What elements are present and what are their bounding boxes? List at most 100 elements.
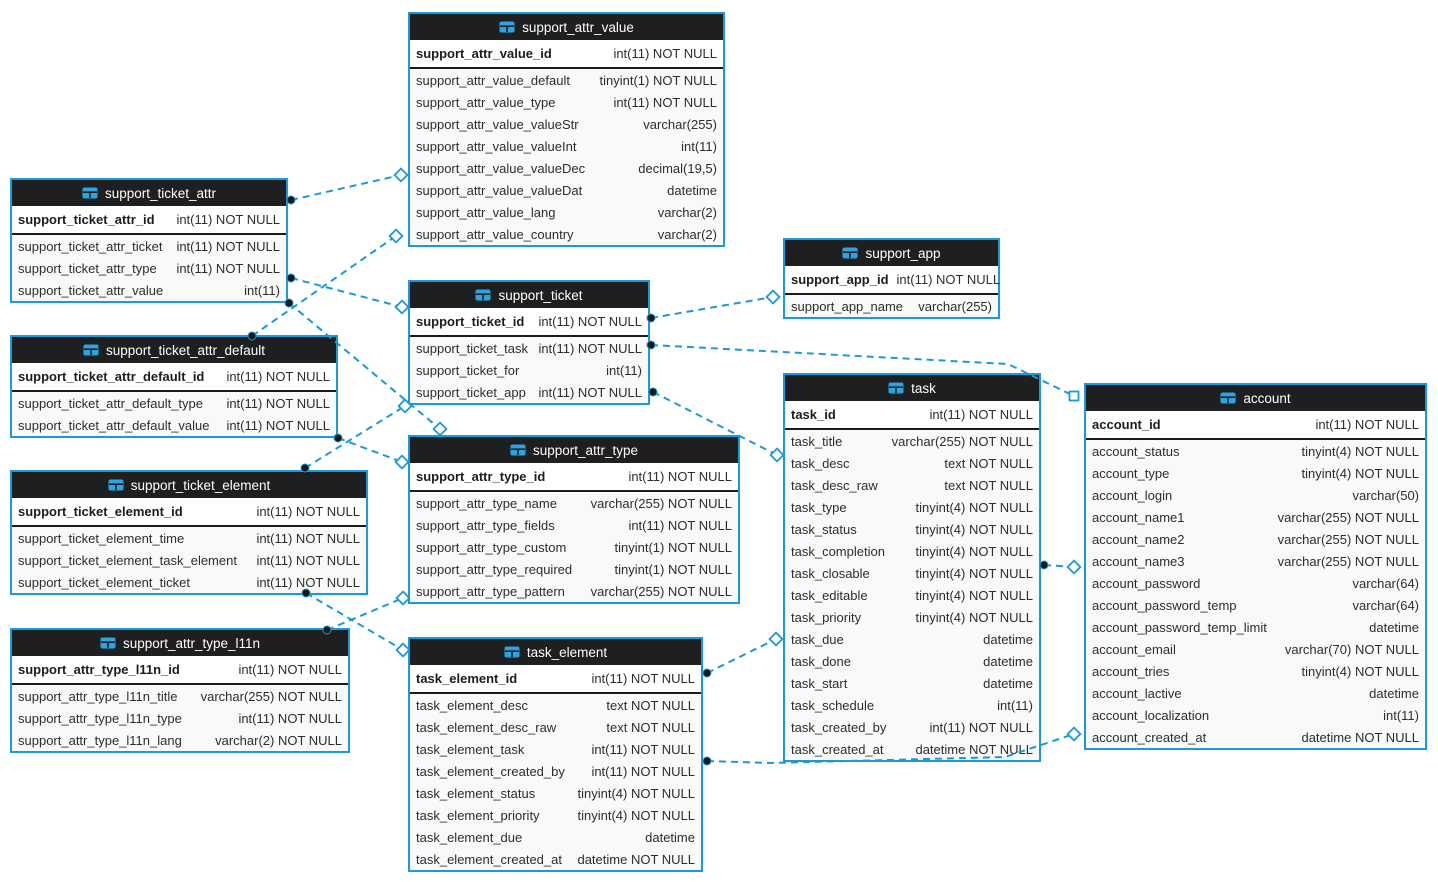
column-name: account_password_temp [1092, 597, 1237, 613]
table-grid-icon [504, 646, 520, 658]
column-row: account_type tinyint(4) NOT NULL [1086, 462, 1425, 484]
column-name: support_attr_value_default [416, 72, 570, 88]
column-type: int(11) [681, 138, 717, 154]
relationship-task-to-account[interactable] [1039, 559, 1082, 575]
table-header[interactable]: support_attr_type_l11n [12, 630, 348, 656]
table-header[interactable]: account [1086, 385, 1425, 411]
column-type: varchar(255) NOT NULL [1277, 509, 1419, 525]
column-type: varchar(50) [1352, 487, 1419, 503]
column-type: tinyint(4) NOT NULL [1301, 465, 1419, 481]
column-name: support_ticket_task [416, 340, 529, 356]
column-type: int(11) NOT NULL [591, 763, 695, 779]
column-name: account_type [1092, 465, 1170, 481]
column-type: tinyint(4) NOT NULL [915, 565, 1033, 581]
column-name: support_ticket_for [416, 362, 520, 378]
table-support_ticket_element[interactable]: support_ticket_element support_ticket_ele… [10, 470, 368, 595]
column-type: text NOT NULL [944, 455, 1033, 471]
column-name: task_schedule [791, 697, 875, 713]
relationship-support_ticket_attr-to-support_ticket[interactable] [286, 273, 410, 315]
relationship-support_ticket_attr-to-support_attr_value[interactable] [286, 167, 409, 205]
table-grid-icon [108, 479, 124, 491]
column-name: task_element_task [416, 741, 525, 757]
table-header[interactable]: support_ticket_attr [12, 180, 286, 206]
column-row: account_status tinyint(4) NOT NULL [1086, 440, 1425, 462]
relationship-origin-dot [648, 387, 658, 397]
column-type: int(11) NOT NULL [538, 314, 642, 329]
column-name: task_status [791, 521, 857, 537]
table-title: task [911, 380, 936, 396]
column-name: account_status [1092, 443, 1180, 459]
relationship-diamond-end [769, 447, 785, 463]
column-name: account_password_temp_limit [1092, 619, 1267, 635]
column-name: account_id [1092, 417, 1161, 432]
column-name: support_ticket_attr_id [18, 212, 155, 227]
column-name: support_ticket_element_id [18, 504, 183, 519]
column-type: int(11) NOT NULL [226, 369, 330, 384]
column-name: support_attr_type_custom [416, 539, 567, 555]
table-header[interactable]: support_attr_value [410, 14, 723, 40]
column-name: task_completion [791, 543, 885, 559]
relationship-support_ticket_attr_default-to-support_attr_type[interactable] [333, 433, 410, 470]
column-name: account_email [1092, 641, 1176, 657]
column-type: text NOT NULL [606, 719, 695, 735]
column-name: task_type [791, 499, 847, 515]
table-header[interactable]: support_ticket_element [12, 472, 366, 498]
column-type: int(11) NOT NULL [591, 741, 695, 757]
column-name: account_tries [1092, 663, 1170, 679]
column-type: tinyint(4) NOT NULL [915, 609, 1033, 625]
column-type: int(11) NOT NULL [256, 504, 360, 519]
column-name: support_ticket_element_task_element [18, 552, 237, 568]
column-name: task_desc [791, 455, 850, 471]
column-name: support_ticket_attr_default_id [18, 369, 205, 384]
column-name: task_title [791, 433, 843, 449]
table-header[interactable]: support_app [785, 240, 998, 266]
table-header[interactable]: support_attr_type [410, 437, 738, 463]
relationship-diamond-end [768, 631, 784, 647]
column-name: account_name3 [1092, 553, 1185, 569]
relationship-task_element-to-task[interactable] [702, 631, 784, 678]
column-type: int(11) [1383, 707, 1419, 723]
column-name: task_desc_raw [791, 477, 878, 493]
table-grid-icon [1220, 392, 1236, 404]
table-header[interactable]: task [785, 375, 1039, 401]
column-name: account_password [1092, 575, 1201, 591]
table-header[interactable]: support_ticket_attr_default [12, 337, 336, 363]
table-header[interactable]: task_element [410, 639, 701, 665]
relationship-support_ticket-to-support_app[interactable] [646, 289, 781, 323]
column-type: tinyint(4) NOT NULL [1301, 443, 1419, 459]
table-support_ticket_attr_default[interactable]: support_ticket_attr_default support_ticke… [10, 335, 338, 438]
column-name: support_attr_type_id [416, 469, 546, 484]
table-header[interactable]: support_ticket [410, 282, 648, 308]
column-type: varchar(255) NOT NULL [590, 583, 732, 599]
